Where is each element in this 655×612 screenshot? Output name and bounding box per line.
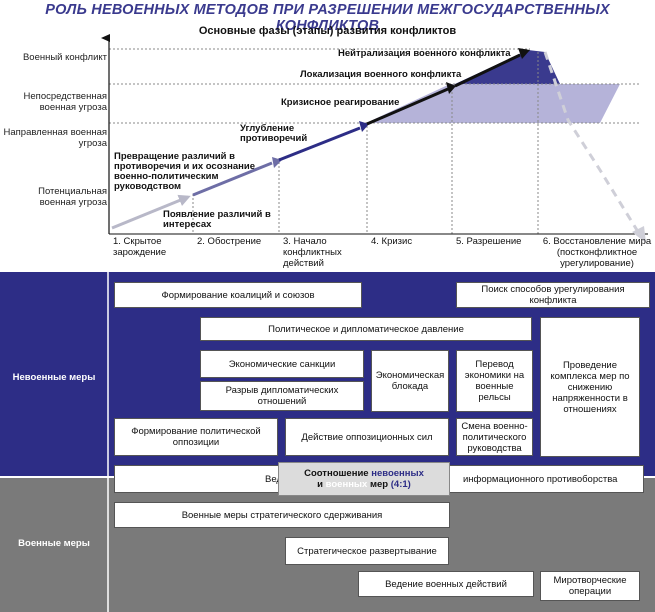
threat-level-potential: Потенциальная военная угроза <box>38 186 107 208</box>
ratio-box: Соотношение невоенных и военных мер (4:1… <box>278 462 450 496</box>
phase-6: 6. Восстановление мира (постконфликтное … <box>542 236 652 269</box>
threat-level-directed: Направленная военная угроза <box>3 127 108 149</box>
box-leadership-change: Смена военно-политического руководства <box>456 418 533 456</box>
ratio-and: и <box>317 479 324 490</box>
box-political-pressure: Политическое и дипломатическое давление <box>200 317 532 341</box>
box-combat: Ведение военных действий <box>358 571 534 597</box>
diagram-title: РОЛЬ НЕВОЕННЫХ МЕТОДОВ ПРИ РАЗРЕШЕНИИ МЕ… <box>45 2 610 34</box>
box-tension-reduction: Проведение комплекса мер по снижению нап… <box>540 317 640 457</box>
ratio-military: военных <box>325 479 368 490</box>
label-emergence: Появление различий в интересах <box>163 209 271 230</box>
arrow-transformation <box>192 161 273 197</box>
ratio-line1: Соотношение <box>304 468 369 479</box>
phase-dividers-upper <box>192 52 539 234</box>
threat-level-direct: Непосредственная военная угроза <box>23 91 107 113</box>
box-economic-sanctions: Экономические санкции <box>200 350 364 378</box>
info-war-right-text: информационного противоборства <box>463 474 618 485</box>
arrow-deepening <box>278 126 361 162</box>
nonmilitary-label: Невоенные меры <box>12 372 96 383</box>
shade-light-region <box>366 84 620 123</box>
label-transformation: Превращение различий в противоречия и их… <box>114 151 255 192</box>
label-deepening: Углубление противоречий <box>240 123 308 144</box>
box-settlement-search: Поиск способов урегулирования конфликта <box>456 282 650 308</box>
phase-1: 1. Скрытое зарождение <box>113 236 167 258</box>
ratio-nonmilitary: невоенных <box>371 468 424 479</box>
arrow-emergence <box>111 194 191 230</box>
box-war-economy: Перевод экономики на военные рельсы <box>456 350 533 412</box>
box-deployment: Стратегическое развертывание <box>285 537 449 565</box>
label-neutralization: Нейтрализация военного конфликта <box>338 48 511 59</box>
diagram-subtitle: Основные фазы (этапы) развития конфликто… <box>198 25 457 37</box>
shade-dark-region <box>455 50 560 84</box>
box-coalitions: Формирование коалиций и союзов <box>114 282 362 308</box>
phase-4: 4. Кризис <box>371 236 413 247</box>
arrow-recovery <box>543 51 642 236</box>
box-political-opposition: Формирование политической оппозиции <box>114 418 278 456</box>
phase-3: 3. Начало конфликтных действий <box>283 236 342 269</box>
phase-2: 2. Обострение <box>197 236 262 247</box>
arrow-crisis <box>366 87 449 126</box>
box-peacekeeping: Миротворческие операции <box>540 571 640 601</box>
label-localization: Локализация военного конфликта <box>300 69 462 80</box>
box-economic-blockade: Экономическая блокада <box>371 350 449 412</box>
arrow-localization <box>454 53 521 88</box>
label-crisis-response: Кризисное реагирование <box>281 97 400 108</box>
box-deterrence: Военные меры стратегического сдерживания <box>114 502 450 528</box>
ratio-measures: мер <box>369 479 389 490</box>
ratio-value: (4:1) <box>390 479 411 490</box>
military-label: Военные меры <box>18 538 90 549</box>
phase-5: 5. Разрешение <box>456 236 522 247</box>
threat-level-conflict: Военный конфликт <box>22 52 107 63</box>
box-opposition-action: Действие оппозиционных сил <box>285 418 449 456</box>
box-diplomatic-break: Разрыв дипломатических отношений <box>200 381 364 411</box>
level-gridlines <box>109 48 640 124</box>
